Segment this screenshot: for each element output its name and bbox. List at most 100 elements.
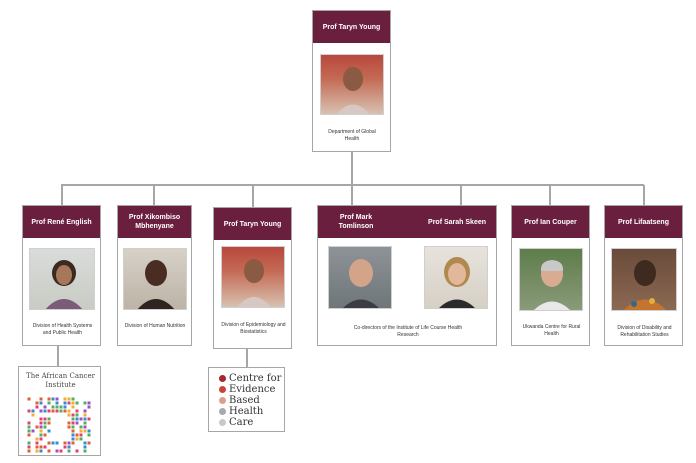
mosaic-tile (71, 433, 75, 437)
mosaic-tile (31, 413, 35, 417)
cebhc-line: Health (219, 406, 281, 417)
drop-connector (351, 185, 353, 205)
mosaic-tile (79, 433, 83, 437)
root-card: Prof Taryn Young Department of Global He… (312, 10, 391, 152)
division-card: Prof René English Division of Health Sys… (22, 205, 101, 346)
mosaic-tile (75, 413, 79, 417)
mosaic-tile (75, 417, 79, 421)
mosaic-tile (39, 429, 43, 433)
mosaic-tile (67, 449, 71, 453)
mosaic-tile (27, 425, 31, 429)
mosaic-tile (47, 421, 51, 425)
mosaic-tile (83, 441, 87, 445)
mosaic-tile (59, 409, 63, 413)
division-card: Prof Lifaatseng Division of Disability a… (604, 205, 683, 346)
mosaic-tile (63, 409, 67, 413)
mosaic-tile (31, 429, 35, 433)
division-name: Prof Xikombiso Mbhenyane (118, 206, 191, 238)
mosaic-tile (59, 405, 63, 409)
drop-connector (153, 185, 155, 205)
mosaic-tile (55, 441, 59, 445)
division-name: Prof Taryn Young (214, 208, 291, 240)
mosaic-tile (87, 441, 91, 445)
mosaic-tile (87, 449, 91, 453)
mosaic-tile (39, 421, 43, 425)
mosaic-tile (67, 397, 71, 401)
drop-connector (61, 185, 63, 205)
mosaic-tile (27, 401, 31, 405)
cebhc-line: Centre for (219, 373, 281, 384)
mosaic-tile (39, 449, 43, 453)
mosaic-tile (67, 441, 71, 445)
logo-connector (57, 346, 59, 366)
mosaic-tile (47, 417, 51, 421)
mosaic-tile (87, 429, 91, 433)
mosaic-tile (83, 413, 87, 417)
mosaic-tile (27, 397, 31, 401)
drop-connector (460, 185, 462, 205)
mosaic-tile (43, 433, 47, 437)
mosaic-tile (39, 409, 43, 413)
mosaic-tile (83, 429, 87, 433)
mosaic-tile (51, 409, 55, 413)
mosaic-tile (35, 425, 39, 429)
mosaic-tile (79, 429, 83, 433)
mosaic-tile (47, 429, 51, 433)
cebhc-word: Centre for (229, 373, 282, 384)
logo-mosaic (27, 397, 91, 453)
mosaic-tile (79, 425, 83, 429)
mosaic-tile (51, 405, 55, 409)
mosaic-tile (31, 409, 35, 413)
cebhc-line: Care (219, 417, 281, 428)
division-department: Division of Human Nutrition (124, 323, 186, 329)
cebhc-dot (219, 386, 226, 393)
mosaic-tile (71, 429, 75, 433)
mosaic-tile (35, 437, 39, 441)
mosaic-tile (63, 397, 67, 401)
mosaic-tile (27, 437, 31, 441)
mosaic-tile (71, 425, 75, 429)
portrait-photo (320, 54, 384, 115)
mosaic-tile (55, 449, 59, 453)
mosaic-tile (75, 433, 79, 437)
mosaic-tile (43, 405, 47, 409)
mosaic-tile (83, 421, 87, 425)
mosaic-tile (79, 421, 83, 425)
portrait-photo (328, 246, 392, 309)
cebhc-word: Health (229, 406, 264, 417)
mosaic-tile (27, 409, 31, 413)
mosaic-tile (39, 437, 43, 441)
mosaic-tile (35, 445, 39, 449)
mosaic-tile (87, 409, 91, 413)
mosaic-tile (39, 401, 43, 405)
mosaic-tile (47, 409, 51, 413)
division-header: Prof Mark Tomlinson Prof Sarah Skeen (318, 206, 496, 238)
mosaic-tile (59, 445, 63, 449)
mosaic-tile (83, 397, 87, 401)
mosaic-tile (71, 413, 75, 417)
division-card: Prof Xikombiso Mbhenyane Division of Hum… (117, 205, 192, 346)
mosaic-tile (79, 441, 83, 445)
mosaic-tile (75, 437, 79, 441)
mosaic-tile (75, 449, 79, 453)
division-card: Prof Mark Tomlinson Prof Sarah Skeen Co-… (317, 205, 497, 346)
mosaic-tile (55, 409, 59, 413)
cebhc-word: Based (229, 395, 260, 406)
division-name: Prof Lifaatseng (605, 206, 682, 238)
mosaic-tile (71, 441, 75, 445)
logo-connector (246, 349, 248, 367)
root-connector (351, 152, 353, 185)
division-name: Prof Ian Couper (512, 206, 589, 238)
portrait-photo (221, 246, 285, 308)
portrait-photo (123, 248, 187, 310)
cebhc-line: Based (219, 395, 281, 406)
mosaic-tile (47, 413, 51, 417)
mosaic-tile (67, 409, 71, 413)
african-cancer-institute-logo: The African Cancer Institute (18, 366, 101, 456)
mosaic-tile (75, 425, 79, 429)
mosaic-tile (83, 417, 87, 421)
division-card: Prof Taryn Young Division of Epidemiolog… (213, 207, 292, 349)
mosaic-tile (47, 437, 51, 441)
division-name: Prof Sarah Skeen (428, 218, 486, 226)
